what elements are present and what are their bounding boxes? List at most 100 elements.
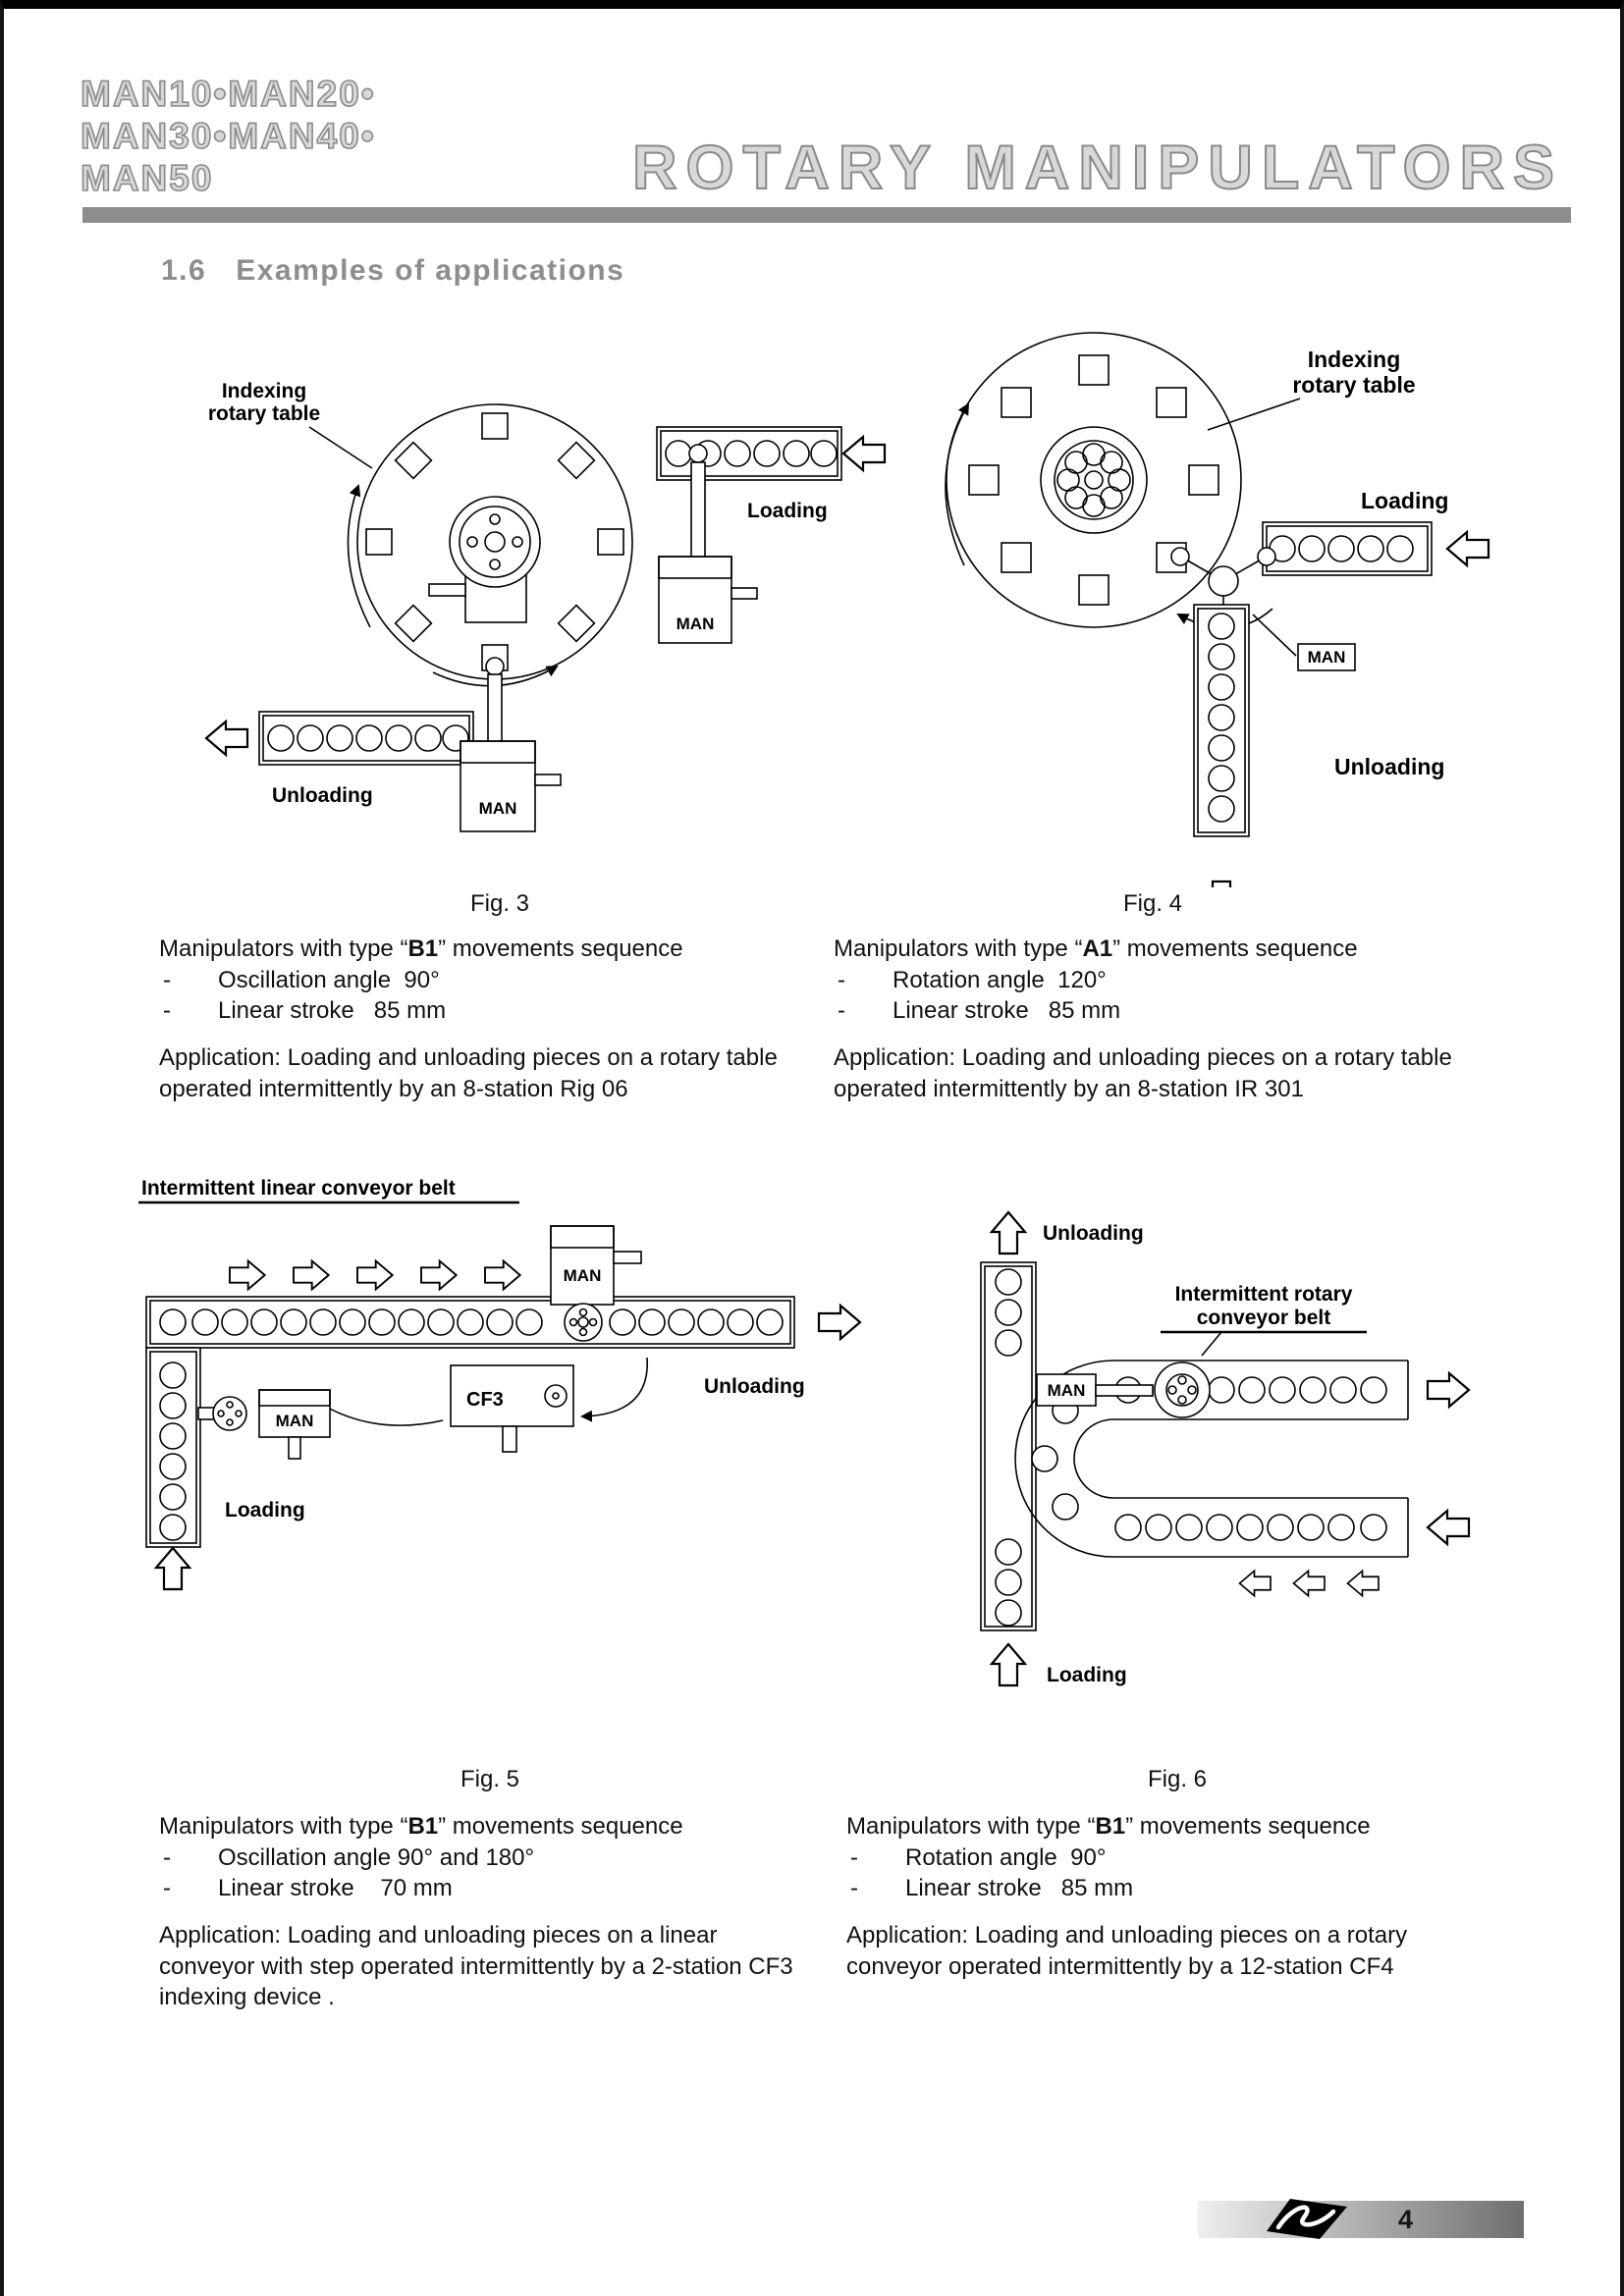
indexing-label-line2: rotary table (208, 402, 320, 425)
indexing-label-line1: Indexing (1308, 347, 1401, 372)
man-label: MAN (1308, 648, 1346, 667)
fig6-rotary-belt (1014, 1360, 1409, 1558)
fig6-description: Manipulators with type “B1” movements se… (846, 1811, 1485, 1982)
loading-label: Loading (1047, 1664, 1127, 1686)
flow-arrow-right-icon (484, 1259, 521, 1291)
model-line: MAN10•MAN20• (80, 73, 376, 115)
flow-arrow-left-icon (1292, 1570, 1326, 1597)
flow-arrow-up-icon (154, 1546, 191, 1591)
flow-arrow-left-icon (1426, 1509, 1471, 1546)
fig4-unloading-conveyor (1193, 604, 1250, 837)
spec-bullet: -Rotation angle 120° (838, 966, 1107, 993)
unloading-label: Unloading (1043, 1222, 1144, 1245)
fig3-description: Manipulators with type “B1” movements se… (159, 934, 795, 1104)
fig4-diagram: Indexing rotary table Loading (945, 332, 1490, 887)
flow-arrow-right-icon (356, 1259, 394, 1291)
flow-arrow-right-icon (420, 1259, 458, 1291)
cf3-label: CF3 (466, 1389, 504, 1411)
conveyor-label-line1: Intermittent rotary (1175, 1283, 1353, 1306)
section-heading: 1.6 Examples of applications (161, 254, 624, 288)
fig4-man-tag: MAN (1252, 614, 1356, 671)
fig3-diagram: Indexing rotary table Loading MAN (204, 380, 887, 832)
section-title: Examples of applications (236, 254, 625, 287)
flow-arrow-left-icon (204, 720, 249, 757)
fig5-cf3-indexer: CF3 (317, 1357, 648, 1453)
application-text: Application: Loading and unloading piece… (834, 1044, 1452, 1102)
fig3-unloading-conveyor (258, 711, 474, 766)
loading-label: Loading (747, 500, 828, 522)
fig4-rotary-table (945, 332, 1242, 628)
flow-arrow-up-icon (990, 1642, 1027, 1687)
rotation-arrow (347, 484, 371, 628)
motion-arc (317, 1401, 444, 1426)
header-rule (82, 207, 1571, 223)
fig4-indexing-label: Indexing rotary table (1207, 347, 1416, 431)
spec-bullet: -Oscillation angle 90° (163, 966, 440, 993)
fig5-manipulator-left: MAN (197, 1389, 331, 1460)
man-label: MAN (564, 1266, 602, 1285)
movements-sequence-line: Manipulators with type “B1” movements se… (846, 1813, 1371, 1840)
fig3-manipulator-right: MAN (658, 444, 758, 644)
figure-caption: Fig. 4 (1122, 890, 1183, 917)
page-number: 4 (1398, 2205, 1414, 2234)
application-text: Application: Loading and unloading piece… (846, 1922, 1408, 1980)
footer-bar: 4 (1198, 2199, 1524, 2239)
man-label: MAN (677, 614, 715, 633)
section-number: 1.6 (161, 254, 207, 287)
loading-label: Loading (225, 1499, 305, 1522)
flow-arrow-right-icon (229, 1259, 266, 1291)
model-list: MAN10•MAN20• MAN30•MAN40• MAN50 (80, 73, 376, 200)
movements-sequence-line: Manipulators with type “A1” movements se… (834, 935, 1358, 962)
fig5-belt-label: Intermittent linear conveyor belt (138, 1177, 519, 1204)
man-label: MAN (276, 1412, 314, 1430)
unloading-label: Unloading (704, 1375, 805, 1398)
flow-arrow-up-icon (990, 1210, 1027, 1255)
unloading-label: Unloading (1334, 754, 1444, 779)
indexing-label-line1: Indexing (222, 380, 306, 402)
flow-arrow-left-icon (1445, 530, 1490, 567)
figure-caption: Fig. 6 (1147, 1766, 1208, 1792)
movements-sequence-line: Manipulators with type “B1” movements se… (159, 1813, 683, 1840)
fig3-manipulator-bottom: MAN (460, 657, 562, 832)
flow-arrow-left-icon (1346, 1570, 1380, 1597)
man-label: MAN (479, 799, 517, 818)
spec-bullet: -Linear stroke 85 mm (163, 997, 447, 1025)
fig5-linear-conveyor (145, 1296, 795, 1349)
rotation-arrow (945, 402, 969, 566)
motion-arc (580, 1357, 648, 1422)
flow-arrow-right-icon (1426, 1371, 1471, 1409)
figure-caption: Fig. 3 (469, 890, 530, 917)
fig5-description: Manipulators with type “B1” movements se… (159, 1811, 807, 2013)
brand-logo-icon (1267, 2199, 1347, 2239)
spec-bullet: -Linear stroke 70 mm (163, 1875, 453, 1902)
model-line: MAN30•MAN40• (80, 115, 376, 157)
indexing-label-line2: rotary table (1292, 372, 1415, 398)
conveyor-label: Intermittent linear conveyor belt (141, 1177, 456, 1200)
movements-sequence-line: Manipulators with type “B1” movements se… (159, 935, 683, 962)
fig4-description: Manipulators with type “A1” movements se… (834, 934, 1462, 1104)
spec-bullet: -Rotation angle 90° (850, 1843, 1107, 1871)
fig6-belt-label: Intermittent rotary conveyor belt (1161, 1283, 1367, 1357)
flow-arrow-left-icon (841, 435, 887, 472)
fig3-rotary-table (347, 403, 633, 687)
model-line: MAN50 (80, 157, 214, 199)
fig3-indexing-label: Indexing rotary table (208, 380, 373, 469)
application-text: Application: Loading and unloading piece… (159, 1044, 778, 1102)
man-label: MAN (1048, 1381, 1086, 1400)
fig6-diagram: Unloading Intermittent rotary conveyor b… (980, 1210, 1471, 1687)
flow-arrow-left-icon (1238, 1570, 1272, 1597)
fig5-diagram: Intermittent linear conveyor belt (138, 1177, 862, 1591)
application-text: Application: Loading and unloading piece… (159, 1922, 793, 2011)
spec-bullet: -Linear stroke 85 mm (850, 1875, 1134, 1902)
spec-bullet: -Linear stroke 85 mm (838, 997, 1121, 1025)
page-title: ROTARY MANIPULATORS (631, 133, 1563, 203)
unloading-label: Unloading (272, 784, 373, 807)
flow-arrow-right-icon (817, 1304, 862, 1341)
conveyor-label-line2: conveyor belt (1197, 1307, 1331, 1329)
loading-label: Loading (1361, 488, 1448, 513)
fig5-loading-conveyor (145, 1347, 201, 1548)
fig6-manipulator: MAN (1036, 1362, 1211, 1418)
fig5-manipulator-top: MAN (550, 1225, 642, 1342)
flow-arrow-down-icon (1203, 880, 1240, 887)
